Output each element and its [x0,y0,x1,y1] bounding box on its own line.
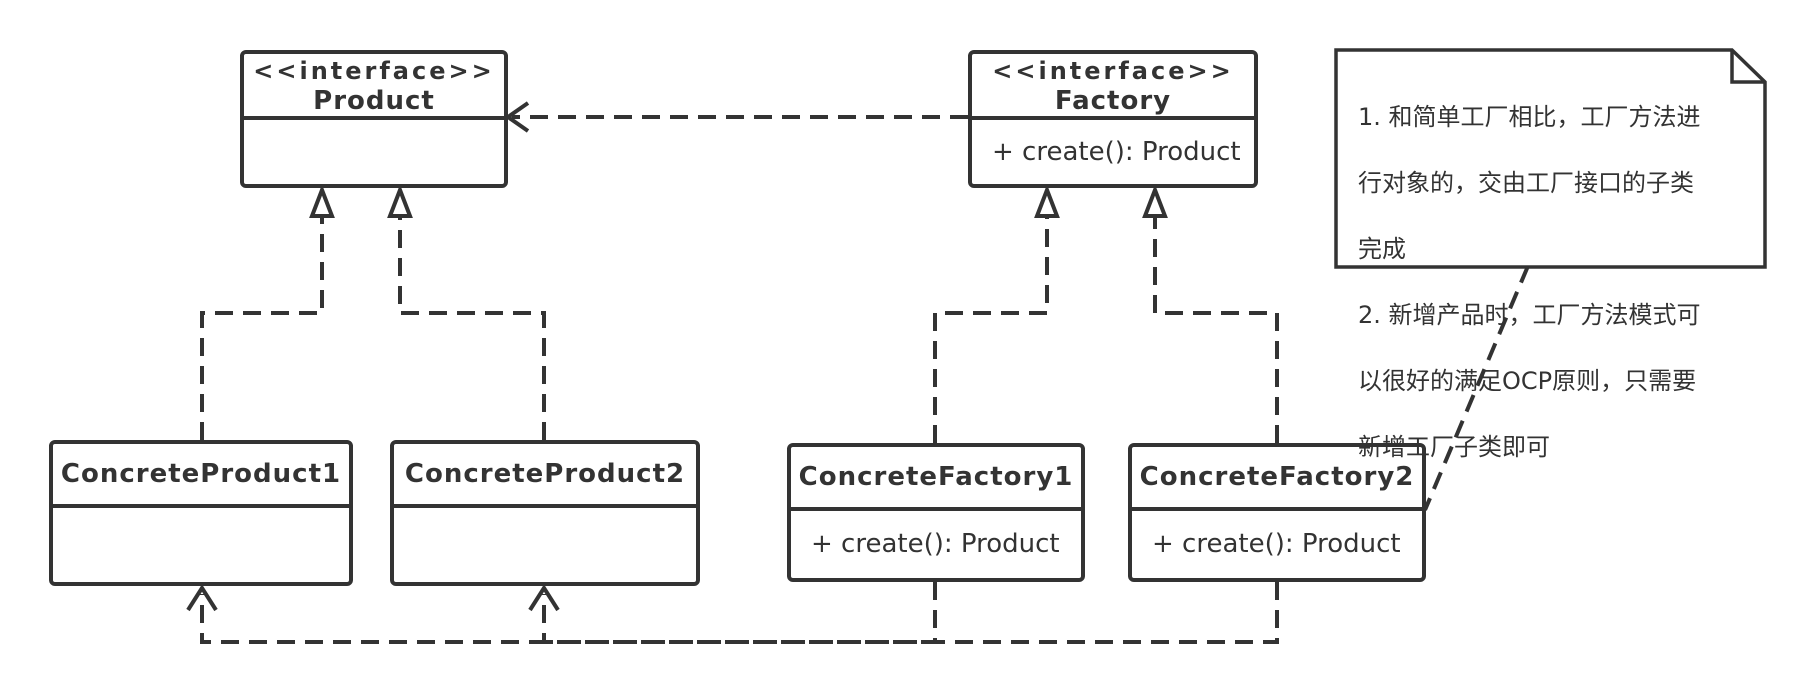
realization-cp2-to-product [398,218,546,440]
note-shape [1334,48,1767,269]
factory-interface-box[interactable]: <<interface>> Factory + create(): Produc… [968,50,1258,188]
concrete-product-1-box[interactable]: ConcreteProduct1 [49,440,353,586]
hollow-triangle-cp1 [309,184,335,218]
factory-stereotype: <<interface>> [992,57,1234,85]
dependency-cf2-to-cp [542,582,1279,644]
product-stereotype: <<interface>> [253,57,495,85]
factory-name: Factory [1054,86,1172,116]
concrete-product-2-name: ConcreteProduct2 [394,444,696,508]
concrete-product-1-name: ConcreteProduct1 [53,444,349,508]
dependency-cf1-to-cp [200,582,937,644]
concrete-factory-1-method: + create(): Product [811,529,1060,559]
concrete-factory-2-box[interactable]: ConcreteFactory2 + create(): Product [1128,443,1426,582]
note-line: 2. 新增产品时，工厂方法模式可 [1358,301,1701,329]
product-name: Product [313,86,435,116]
note-line: 以很好的满足OCP原则，只需要 [1358,367,1697,395]
hollow-triangle-cf2 [1142,184,1168,218]
note-line: 行对象的，交由工厂接口的子类 [1358,169,1694,197]
concrete-product-2-box[interactable]: ConcreteProduct2 [390,440,700,586]
concrete-factory-1-box[interactable]: ConcreteFactory1 + create(): Product [787,443,1085,582]
open-arrowhead-product [504,101,530,133]
open-arrowhead-cp2 [528,584,560,612]
note-dogear [1730,50,1765,84]
product-header: <<interface>> Product [244,54,504,120]
note-text: 1. 和简单工厂相比，工厂方法进 行对象的，交由工厂接口的子类 完成 2. 新增… [1358,68,1748,497]
factory-header: <<interface>> Factory [972,54,1254,120]
product-interface-box[interactable]: <<interface>> Product [240,50,508,188]
concrete-factory-2-name: ConcreteFactory2 [1132,447,1422,511]
factory-method: + create(): Product [992,137,1241,167]
note-line: 完成 [1358,235,1406,263]
realization-cf2-to-factory [1153,218,1279,443]
concrete-factory-2-method: + create(): Product [1152,529,1401,559]
note-anchor-line [1423,265,1530,511]
open-arrowhead-cp1 [186,584,218,612]
note-line: 1. 和简单工厂相比，工厂方法进 [1358,103,1701,131]
hollow-triangle-cp2 [387,184,413,218]
realization-cp1-to-product [200,218,324,440]
note-line: 新增工厂子类即可 [1358,433,1550,461]
hollow-triangle-cf1 [1034,184,1060,218]
realization-cf1-to-factory [933,218,1049,443]
concrete-factory-1-name: ConcreteFactory1 [791,447,1081,511]
